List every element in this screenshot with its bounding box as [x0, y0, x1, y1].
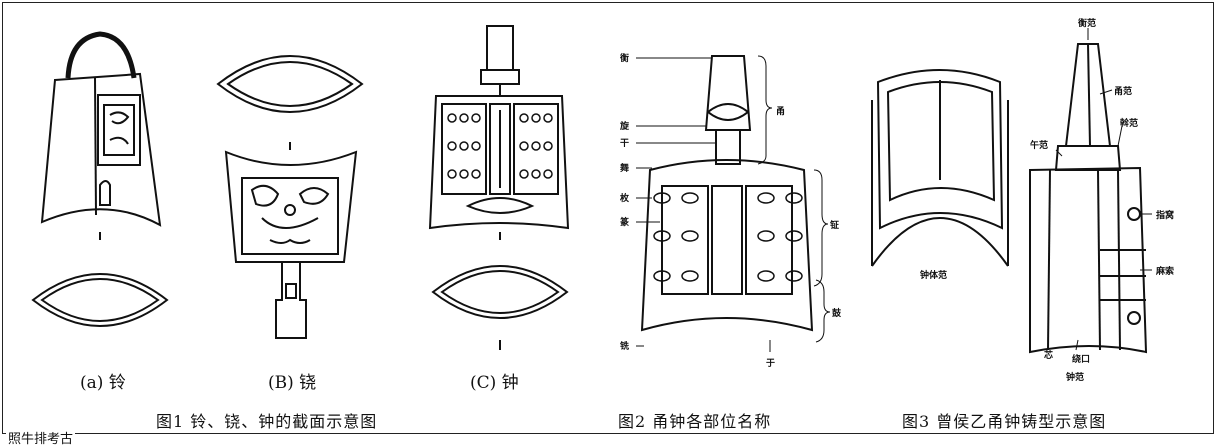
yongzhong-drawing — [640, 55, 814, 332]
label-zhongtifan: 钟体范 — [920, 271, 948, 281]
label-wufan: 午范 — [1030, 141, 1049, 151]
label-zhongfan: 钟范 — [1066, 373, 1085, 383]
label-yu: 于 — [766, 359, 776, 369]
sub-label-a: (a) 铃 — [80, 373, 126, 393]
sub-label-b: (B) 铙 — [268, 373, 317, 393]
cross-section-b-top — [216, 55, 364, 150]
watermark-text: 照牛排考古 — [6, 428, 76, 447]
label-mei: 枚 — [620, 194, 630, 204]
label-zhuan: 篆 — [620, 218, 630, 228]
label-raokou: 绕口 — [1072, 355, 1091, 365]
yongzhong-bosses — [653, 192, 803, 282]
bell-a-drawing — [40, 31, 162, 227]
figure3-caption: 图3 曾侯乙甬钟铸型示意图 — [902, 412, 1107, 431]
cross-section-c — [431, 265, 569, 350]
bell-c-bosses — [447, 113, 553, 179]
label-ganfan: 斡范 — [1120, 119, 1139, 129]
label-yongfan: 甬范 — [1114, 87, 1133, 97]
mould-right-drawing — [1029, 43, 1148, 354]
label-masuo: 麻索 — [1156, 267, 1175, 277]
cross-section-a — [31, 232, 169, 327]
figure1-caption: 图1 铃、铙、钟的截面示意图 — [156, 412, 378, 431]
label-xin: 芯 — [1044, 351, 1054, 361]
label-gan: 干 — [620, 139, 630, 149]
label-wu: 舞 — [620, 164, 630, 174]
bell-b-drawing — [224, 150, 358, 339]
label-zheng: 钲 — [830, 221, 840, 231]
sub-label-c: (C) 钟 — [470, 373, 519, 393]
label-hengfan: 衡范 — [1078, 19, 1097, 29]
mould-leaders — [1055, 28, 1152, 351]
label-heng: 衡 — [620, 54, 630, 64]
label-yong: 甬 — [776, 107, 786, 117]
label-xian: 铣 — [620, 342, 630, 352]
label-xuan: 旋 — [620, 122, 630, 132]
label-gu: 鼓 — [832, 309, 842, 319]
label-zhiwo: 指窝 — [1156, 211, 1175, 221]
mould-left-drawing — [871, 69, 1009, 267]
figure2-caption: 图2 甬钟各部位名称 — [618, 412, 772, 431]
yongzhong-leaders — [636, 55, 831, 352]
figure-frame — [2, 2, 1214, 434]
bell-c-drawing — [428, 25, 570, 240]
